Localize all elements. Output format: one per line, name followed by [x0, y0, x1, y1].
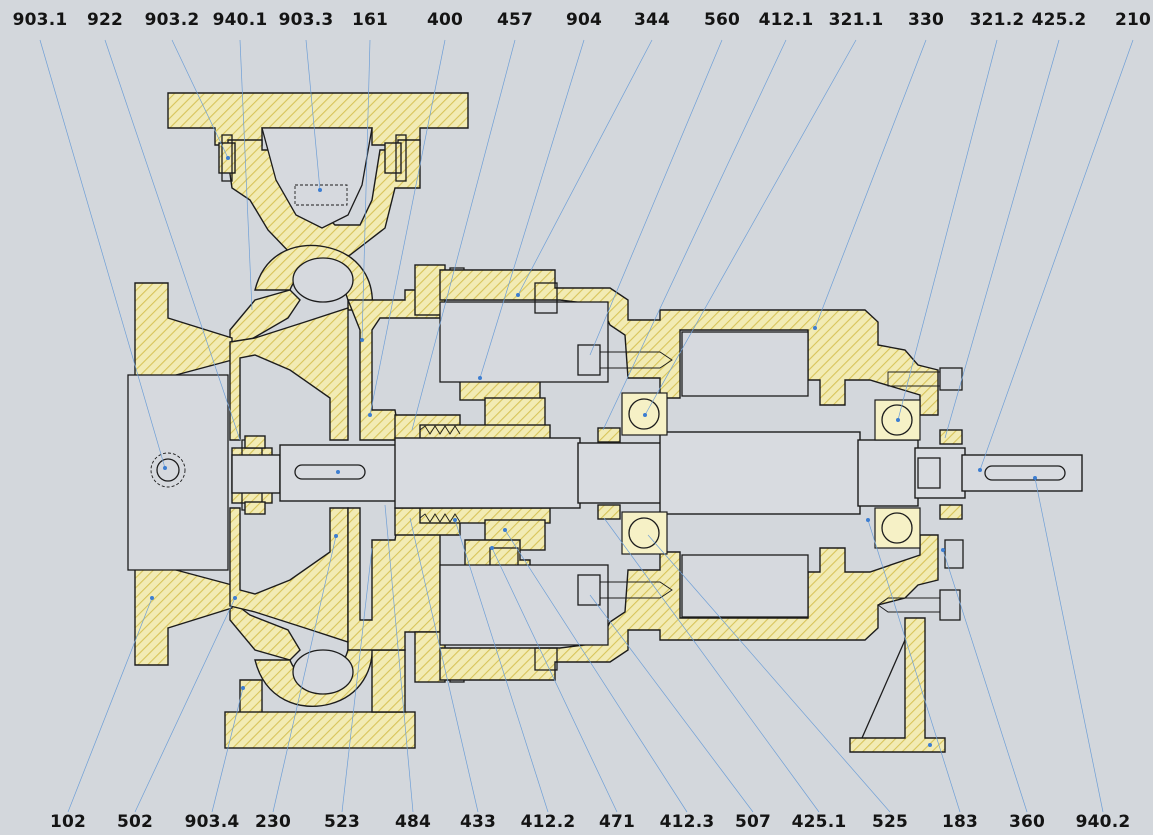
label-top: 210 [1115, 10, 1151, 30]
top-labels: 903.1 922 903.2 940.1 903.3 161 400 457 … [13, 10, 1151, 30]
suction-nozzle [127, 282, 233, 666]
label-bottom: 507 [735, 812, 771, 832]
label-bottom: 523 [324, 812, 360, 832]
label-top: 330 [908, 10, 944, 30]
label-top: 321.2 [970, 10, 1025, 30]
label-top: 161 [352, 10, 388, 30]
bottom-labels: 102 502 903.4 230 523 484 433 412.2 471 … [50, 812, 1130, 832]
volute-casing [224, 244, 416, 749]
label-bottom: 903.4 [185, 812, 240, 832]
pump-drawing [127, 92, 1083, 753]
label-top: 940.1 [213, 10, 268, 30]
label-top: 425.2 [1032, 10, 1087, 30]
label-top: 903.2 [145, 10, 200, 30]
label-bottom: 183 [942, 812, 978, 832]
support-foot [849, 617, 946, 753]
discharge-nozzle [167, 92, 469, 263]
label-top: 457 [497, 10, 533, 30]
label-bottom: 525 [872, 812, 908, 832]
label-bottom: 471 [599, 812, 635, 832]
label-bottom: 412.3 [660, 812, 715, 832]
label-bottom: 360 [1009, 812, 1045, 832]
label-top: 922 [87, 10, 123, 30]
label-bottom: 412.2 [521, 812, 576, 832]
label-bottom: 425.1 [792, 812, 847, 832]
label-top: 903.1 [13, 10, 68, 30]
label-bottom: 433 [460, 812, 496, 832]
shaft [231, 431, 1083, 515]
label-top: 344 [634, 10, 670, 30]
label-bottom: 484 [395, 812, 431, 832]
label-top: 903.3 [279, 10, 334, 30]
label-top: 400 [427, 10, 463, 30]
ball-bearings [597, 392, 963, 555]
label-bottom: 940.2 [1076, 812, 1131, 832]
label-top: 560 [704, 10, 740, 30]
label-top: 904 [566, 10, 602, 30]
leader-lines [39, 39, 1134, 813]
label-bottom: 502 [117, 812, 153, 832]
label-bottom: 230 [255, 812, 291, 832]
label-top: 321.1 [829, 10, 884, 30]
label-bottom: 102 [50, 812, 86, 832]
leader-dots [150, 156, 1037, 747]
label-top: 412.1 [759, 10, 814, 30]
